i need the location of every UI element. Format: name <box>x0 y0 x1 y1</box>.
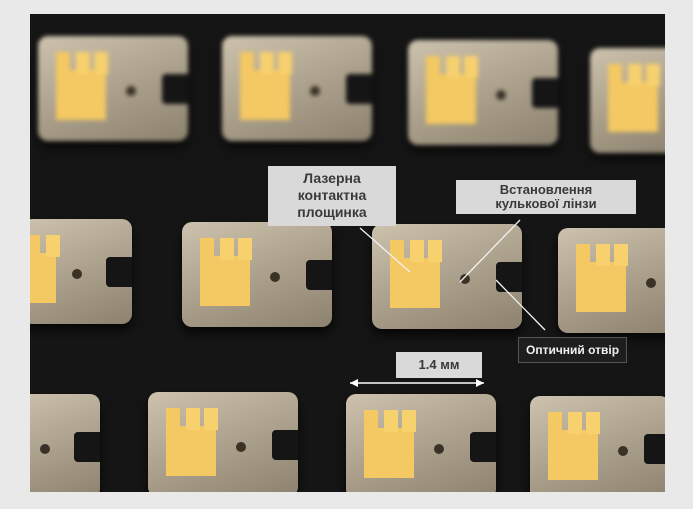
ball-lens-pointer <box>459 219 521 283</box>
optical-hole-label: Оптичний отвір <box>518 337 628 363</box>
chip <box>530 396 665 492</box>
scale-arrow-left <box>350 379 358 387</box>
chip <box>558 228 665 333</box>
chip-array-photo <box>30 14 665 492</box>
laser-pad-pointer <box>359 227 411 273</box>
laser-pad-label: Лазерна контактна площинка <box>268 166 396 226</box>
chip-annotated <box>372 224 522 329</box>
chip <box>408 40 558 145</box>
ball-lens-label: Встановлення кулькової лінзи <box>456 180 636 214</box>
chip <box>30 219 132 324</box>
scale-label: 1.4 мм <box>396 352 482 378</box>
chip <box>222 36 372 141</box>
optical-hole-pointer <box>495 279 546 331</box>
scale-arrow-right <box>476 379 484 387</box>
chip <box>38 36 188 141</box>
chip <box>346 394 496 492</box>
chip <box>590 48 665 153</box>
chip <box>182 222 332 327</box>
chip <box>148 392 298 492</box>
chip <box>30 394 100 492</box>
